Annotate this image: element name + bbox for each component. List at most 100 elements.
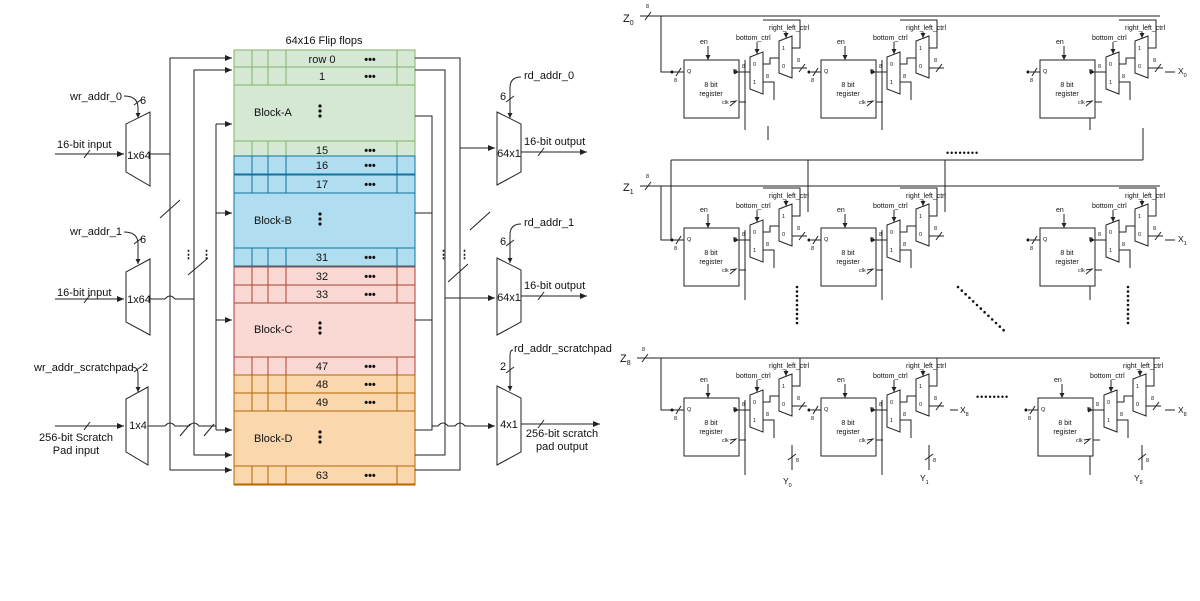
dot	[987, 314, 990, 318]
rd-addr-1-width: 6	[500, 236, 506, 248]
reg-label-2: register	[699, 91, 723, 98]
input-1-label: 16-bit input	[57, 287, 111, 299]
bottom-ctrl-label: bottom_ctrl	[1092, 35, 1127, 42]
svg-text:8: 8	[1096, 402, 1099, 408]
reg-clk: clk	[722, 268, 729, 274]
right-left-ctrl-label: right_left_ctrl	[1123, 363, 1164, 370]
register-row: 33 •••	[233, 284, 416, 304]
register-row: 31•••	[233, 247, 416, 267]
svg-text:8: 8	[1153, 58, 1156, 64]
block-label: Block-C	[254, 324, 293, 336]
reg-q: Q	[824, 237, 829, 243]
row-ellipsis: •••	[364, 470, 376, 482]
reg-q: Q	[687, 237, 692, 243]
z-input-0: Z0 8	[623, 4, 661, 27]
reg-q: Q	[1043, 237, 1048, 243]
reg-q: Q	[824, 69, 829, 75]
scratchpad-output-line2: pad output	[536, 441, 588, 453]
wr-addr-1-width: 6	[140, 234, 146, 246]
svg-text:8: 8	[1030, 78, 1033, 84]
svg-text:Y1: Y1	[920, 473, 929, 486]
mux-bottom	[749, 219, 764, 263]
svg-text:1: 1	[1138, 46, 1141, 52]
row-ellipsis: •••	[364, 145, 376, 157]
dots-vertical-left	[795, 285, 799, 325]
register-box	[1037, 397, 1094, 457]
row-label: 31	[316, 252, 328, 264]
row-ellipsis: •••	[364, 289, 376, 301]
row-label: 1	[319, 71, 325, 83]
row-label: 16	[316, 160, 328, 172]
reg-q: Q	[1041, 407, 1046, 413]
svg-text:8: 8	[1151, 396, 1154, 402]
svg-text:8: 8	[797, 226, 800, 232]
vertical-ellipsis-right-2: ⋮	[459, 249, 470, 261]
write-mux-0-label: 1x64	[127, 150, 151, 162]
block-label: Block-A	[254, 107, 293, 119]
svg-text:0: 0	[1109, 62, 1112, 68]
x-output-1: X1	[1165, 234, 1187, 247]
svg-text:0: 0	[782, 232, 785, 238]
svg-text:0: 0	[919, 232, 922, 238]
svg-text:Z0: Z0	[623, 13, 634, 27]
mux-bottom	[749, 51, 764, 95]
svg-text:8: 8	[674, 416, 677, 422]
svg-text:8: 8	[903, 74, 906, 80]
register-box	[1039, 227, 1096, 287]
svg-text:1: 1	[782, 384, 785, 390]
svg-text:0: 0	[890, 230, 893, 236]
reg-clk: clk	[722, 438, 729, 444]
svg-text:0: 0	[753, 400, 756, 406]
svg-text:0: 0	[1138, 64, 1141, 70]
block-vdot	[318, 109, 322, 113]
mux-right-left	[915, 373, 930, 417]
rd-addr-0-width: 6	[500, 91, 506, 103]
input-0-label: 16-bit input	[57, 139, 111, 151]
dots-horizontal-top: ••••••••	[946, 148, 979, 158]
row-label: 47	[316, 361, 328, 373]
register-row: row 0•••	[233, 49, 416, 69]
dot	[1126, 290, 1130, 293]
svg-text:8: 8	[903, 412, 906, 418]
svg-text:1: 1	[1109, 80, 1112, 86]
bottom-ctrl-label: bottom_ctrl	[873, 203, 908, 210]
dot	[971, 300, 975, 303]
rd-addr-0-label: rd_addr_0	[524, 70, 574, 82]
row-ellipsis: •••	[364, 397, 376, 409]
reg-clk: clk	[1078, 268, 1085, 274]
reg-label-1: 8 bit	[841, 250, 854, 257]
reg-clk: clk	[1076, 438, 1083, 444]
svg-text:1: 1	[753, 248, 756, 254]
block-vdot	[318, 321, 322, 325]
dot	[964, 292, 967, 296]
mux-bottom	[1103, 389, 1118, 433]
svg-text:8: 8	[1098, 232, 1101, 238]
row-ellipsis: •••	[364, 71, 376, 83]
right-left-ctrl-label: right_left_ctrl	[1125, 193, 1166, 200]
svg-text:8: 8	[796, 458, 799, 464]
block-vdot	[318, 435, 322, 439]
register-row: 47•••	[233, 356, 416, 376]
register-row: 48•••	[233, 374, 416, 394]
y-output-1: 8 Y1	[920, 445, 936, 486]
reg-en: en	[1056, 207, 1064, 214]
register-box	[820, 227, 877, 287]
svg-text:8: 8	[797, 58, 800, 64]
svg-text:8: 8	[674, 78, 677, 84]
reg-label-2: register	[1053, 429, 1077, 436]
svg-text:1: 1	[782, 214, 785, 220]
reg-en: en	[837, 377, 845, 384]
row-label: 63	[316, 470, 328, 482]
right-left-ctrl-label: right_left_ctrl	[1125, 25, 1166, 32]
right-left-ctrl-label: right_left_ctrl	[769, 25, 810, 32]
register-box	[820, 59, 877, 119]
row-ellipsis: •••	[364, 271, 376, 283]
row-label: 48	[316, 379, 328, 391]
svg-text:1: 1	[782, 46, 785, 52]
output-0-label: 16-bit output	[524, 136, 585, 148]
row-label: 33	[316, 289, 328, 301]
